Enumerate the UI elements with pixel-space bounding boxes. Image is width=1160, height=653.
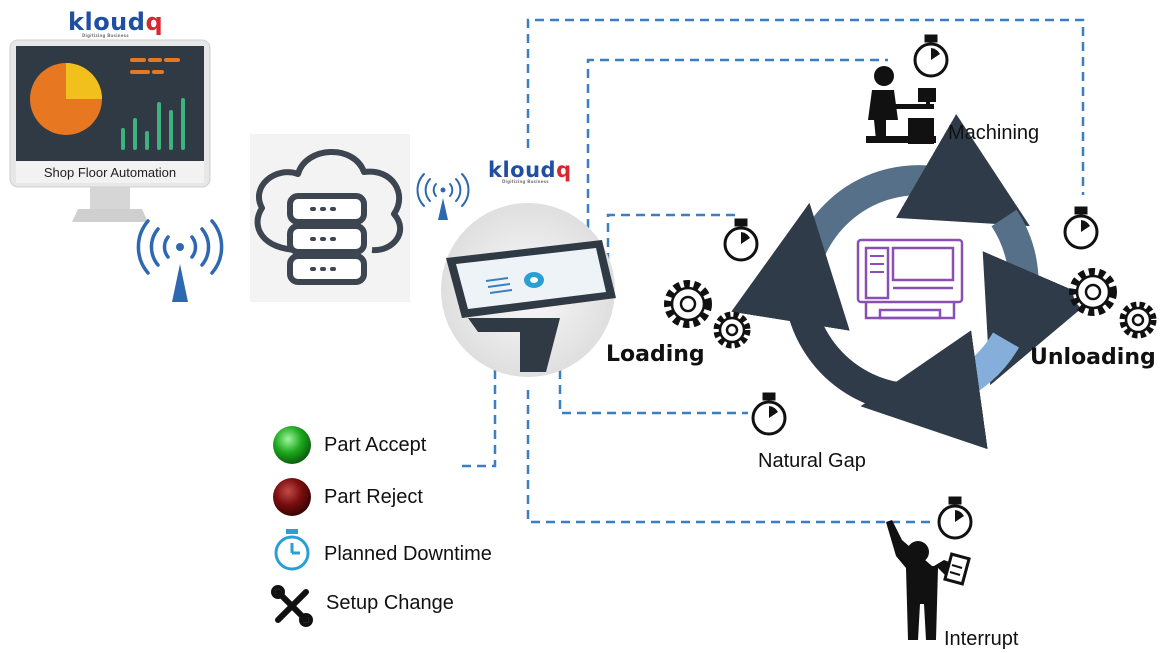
wrench-screwdriver-icon xyxy=(271,585,313,627)
interrupt-worker-icon xyxy=(886,520,971,640)
dash-lines-icon xyxy=(130,58,180,74)
legend-label-planned-downtime: Planned Downtime xyxy=(324,543,492,565)
monitor-caption-bar: Shop Floor Automation xyxy=(16,161,204,183)
kiosk-stand xyxy=(468,318,560,372)
connector-natural-gap xyxy=(558,370,748,415)
device-brand-logo: kloudq Digitizing Business xyxy=(488,158,572,184)
connector-loading xyxy=(606,213,740,262)
unloading-label: Unloading xyxy=(1030,345,1156,370)
kiosk-device xyxy=(441,203,616,377)
stopwatch-natural-gap-icon xyxy=(751,392,787,436)
cloud-database-icon xyxy=(250,134,410,302)
unloading-gears-icon xyxy=(1069,268,1157,339)
stopwatch-loading-icon xyxy=(723,218,759,262)
stopwatch-interrupt-icon xyxy=(937,496,973,540)
legend-label-setup-change: Setup Change xyxy=(326,592,454,614)
legend-icons xyxy=(271,426,313,627)
stopwatch-machining-icon xyxy=(913,34,949,78)
brand-tagline: Digitizing Business xyxy=(82,33,129,38)
brand-logo: kloudq Digitizing Business xyxy=(68,8,163,38)
wireless-tower-icon xyxy=(136,219,224,302)
bar-chart-icon xyxy=(121,98,185,150)
green-light-icon xyxy=(273,426,311,464)
connector-legend xyxy=(462,370,497,468)
pie-slice xyxy=(66,63,102,99)
device-brand-tagline: Digitizing Business xyxy=(502,179,549,184)
legend-label-part-accept: Part Accept xyxy=(324,434,427,456)
cycle-arrow-right xyxy=(982,209,1093,386)
cycle-arrow-bottom xyxy=(860,330,1019,450)
device-brand-name: kloud xyxy=(488,158,557,182)
connector-interrupt xyxy=(526,390,930,524)
loading-gears-icon xyxy=(664,280,751,349)
kiosk-screen-lines xyxy=(485,277,513,294)
monitor xyxy=(9,39,211,222)
natural-gap-label: Natural Gap xyxy=(758,450,866,472)
red-light-icon xyxy=(273,478,311,516)
interrupt-label: Interrupt xyxy=(944,628,1019,650)
stopwatch-unloading-icon xyxy=(1063,206,1099,250)
monitor-stand-base xyxy=(72,209,148,222)
small-wireless-icon xyxy=(416,173,470,220)
brand-accent: q xyxy=(145,8,164,36)
connector-unloading xyxy=(526,18,1085,195)
connector-lines xyxy=(462,18,1085,524)
loading-label: Loading xyxy=(606,342,705,367)
machining-worker-icon xyxy=(866,66,936,144)
monitor-caption: Shop Floor Automation xyxy=(43,164,177,180)
monitor-stand-neck xyxy=(90,187,130,209)
stopwatch-icon xyxy=(274,529,310,571)
connector-machining xyxy=(586,58,888,228)
cycle-arrows xyxy=(731,114,1093,450)
machining-label: Machining xyxy=(948,122,1040,144)
brand-name: kloud xyxy=(68,8,146,36)
legend-label-part-reject: Part Reject xyxy=(324,486,423,508)
cycle-arrow-top xyxy=(798,114,1030,255)
cycle-arrow-left xyxy=(731,202,906,413)
device-brand-accent: q xyxy=(556,158,572,182)
cnc-machine-icon xyxy=(856,238,964,320)
